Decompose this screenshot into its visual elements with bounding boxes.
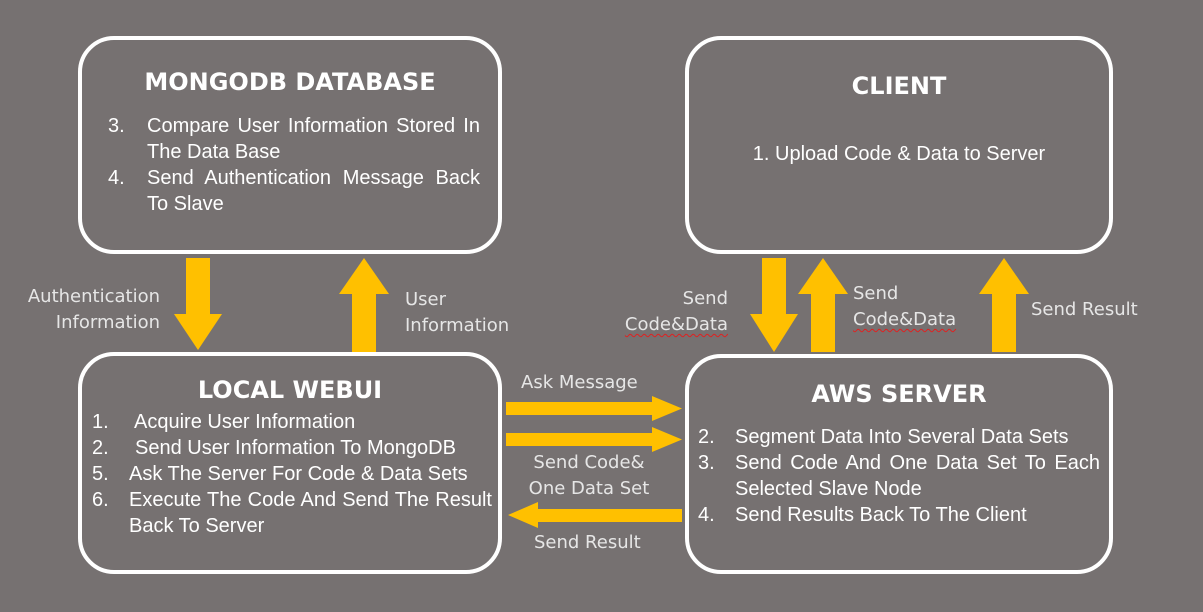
label-line: Code&Data [624,314,728,335]
mongodb-title: MONGODB DATABASE [144,68,436,96]
label-line: Information [405,315,510,336]
aws-step-2: 2. Segment Data Into Several Data Sets [698,424,1100,450]
label-line: Code&Data [853,309,957,330]
aws-steps: 2. Segment Data Into Several Data Sets 3… [698,424,1100,528]
label-line: Send [853,283,899,304]
step-number: 3. [108,115,125,137]
arrow-client-to-aws [750,258,798,352]
label-send-code-data-left: Send Code&Data [600,286,728,338]
label-user-information: User Information [405,287,509,339]
client-box: CLIENT 1. Upload Code & Data to Server [685,36,1113,254]
label-ask-message: Ask Message [521,372,638,393]
arrow-webui-to-mongodb [339,258,389,352]
aws-server-box: AWS SERVER 2. Segment Data Into Several … [685,354,1113,574]
step-number: 2. [698,426,715,448]
label-line: Authentication [27,286,160,307]
local-webui-box: LOCAL WEBUI 1. Acquire User Information … [78,352,502,574]
arrow-aws-to-client [798,258,848,352]
step-number: 2. [92,437,109,459]
step-number: 1. [92,411,109,433]
mongodb-database-box: MONGODB DATABASE 3. Compare User Informa… [78,36,502,254]
client-title: CLIENT [851,72,947,100]
arrow-mongodb-to-webui [174,258,222,350]
step-text: Compare User Information Stored In The D… [147,115,480,163]
label-send-code-data-right: Send Code&Data [853,281,956,333]
webui-steps: 1. Acquire User Information 2. Send User… [92,409,492,539]
step-text: Acquire User Information [134,411,356,433]
mongodb-steps: 3. Compare User Information Stored In Th… [108,113,480,217]
step-number: 1. [752,143,770,165]
step-number: 5. [92,463,109,485]
step-text: Send Results Back To The Client [735,504,1027,526]
mongodb-step-4: 4. Send Authentication Message Back To S… [108,165,480,217]
label-line: Send [682,288,728,309]
aws-server-title: AWS SERVER [811,380,987,408]
aws-step-3: 3. Send Code And One Data Set To Each Se… [698,450,1100,502]
arrow-ask-message [506,396,682,421]
arrow-aws-to-client-result [979,258,1029,352]
step-number: 6. [92,489,109,511]
step-number: 3. [698,452,715,474]
webui-step-5: 5. Ask The Server For Code & Data Sets [92,461,492,487]
step-number: 4. [698,504,715,526]
step-text: Send User Information To MongoDB [135,437,456,459]
label-send-result-bottom: Send Result [534,532,641,553]
label-line: One Data Set [528,478,650,499]
step-text: Send Authentication Message Back To Slav… [147,167,480,215]
client-step-1: 1. Upload Code & Data to Server [689,141,1109,167]
webui-step-6: 6. Execute The Code And Send The Result … [92,487,492,539]
webui-step-2: 2. Send User Information To MongoDB [92,435,492,461]
step-text: Segment Data Into Several Data Sets [735,426,1069,448]
webui-step-1: 1. Acquire User Information [92,409,492,435]
arrow-send-code-data-set [506,427,682,452]
aws-step-4: 4. Send Results Back To The Client [698,502,1100,528]
label-line: Send Code& [533,452,645,473]
local-webui-title: LOCAL WEBUI [197,376,383,404]
label-send-result-top: Send Result [1031,299,1138,320]
mongodb-step-3: 3. Compare User Information Stored In Th… [108,113,480,165]
step-text: Execute The Code And Send The Result Bac… [129,489,492,537]
step-text: Send Code And One Data Set To Each Selec… [735,452,1100,500]
label-send-code-one-data-set: Send Code& One Data Set [520,450,658,502]
arrow-send-result-to-webui [508,502,682,528]
label-authentication-information: Authentication Information [10,284,160,336]
step-text: Upload Code & Data to Server [775,143,1046,165]
step-text: Ask The Server For Code & Data Sets [129,463,468,485]
label-line: User [405,289,447,310]
step-number: 4. [108,167,125,189]
label-line: Information [55,312,160,333]
